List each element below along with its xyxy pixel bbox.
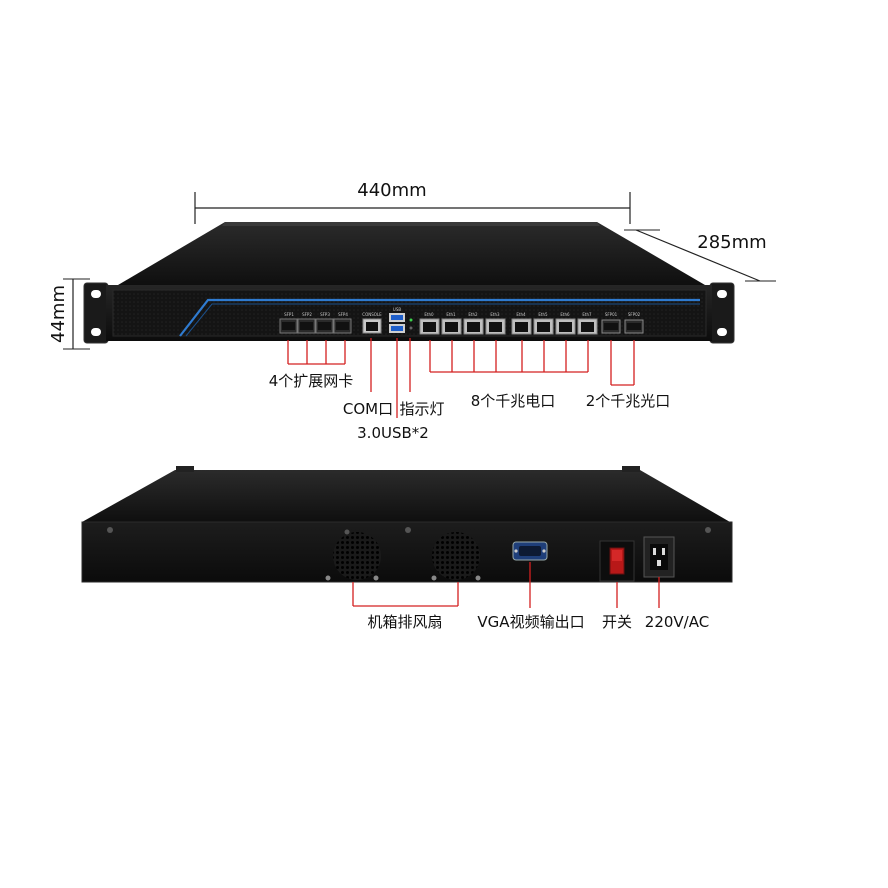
fans-label: 机箱排风扇: [367, 613, 442, 631]
power-input-label: 220V/AC: [645, 613, 709, 631]
eth-label-6: Eth6: [560, 312, 570, 317]
eth-label-3: Eth3: [490, 312, 500, 317]
depth-label: 285mm: [697, 232, 766, 253]
eth-label-4: Eth4: [516, 312, 526, 317]
height-label: 44mm: [48, 285, 69, 343]
gigabit-ethernet-label: 8个千兆电口: [471, 392, 556, 410]
ethernet-ports: Eth0 Eth1 Eth2 Eth3 Eth4 Eth5 Eth6 Eth7: [419, 312, 598, 335]
front-callout-lines: [287, 338, 635, 418]
eth-label-7: Eth7: [582, 312, 592, 317]
usb-label: USB: [393, 307, 401, 312]
width-dimension: 440mm: [194, 180, 631, 224]
depth-dimension: 285mm: [624, 229, 776, 282]
fiber-sfp-ports: SFP01 SFP02: [601, 312, 644, 334]
sfp-label-3: SFP3: [320, 312, 330, 317]
eth-label-5: Eth5: [538, 312, 548, 317]
sfp-label-2: SFP2: [302, 312, 312, 317]
sfp-label-1: SFP1: [284, 312, 294, 317]
eth-label-1: Eth1: [446, 312, 456, 317]
back-callout-lines: [352, 562, 660, 608]
fiber-label-2: SFP02: [628, 312, 641, 317]
console-port: CONSOLE: [362, 312, 382, 334]
vga-label: VGA视频输出口: [477, 613, 584, 631]
expansion-cards-label: 4个扩展网卡: [269, 372, 354, 390]
power-inlet: [643, 536, 675, 578]
indicator-label: 指示灯: [399, 400, 444, 418]
com-port-label: COM口: [343, 400, 393, 418]
gigabit-fiber-label: 2个千兆光口: [586, 392, 671, 410]
back-callout-labels: 机箱排风扇 VGA视频输出口 开关 220V/AC: [367, 613, 709, 631]
front-blue-accent: [179, 298, 700, 337]
indicator-lights: [409, 318, 413, 330]
eth-label-2: Eth2: [468, 312, 478, 317]
front-chassis: SFP1 SFP2 SFP3 SFP4 CONSOLE USB: [83, 222, 735, 344]
console-label: CONSOLE: [362, 312, 382, 317]
width-label: 440mm: [357, 180, 426, 201]
back-chassis: [81, 466, 733, 583]
fiber-label-1: SFP01: [605, 312, 618, 317]
power-switch-label: 开关: [602, 613, 632, 631]
vga-connector: [512, 541, 548, 561]
eth-label-0: Eth0: [424, 312, 434, 317]
usb-callout-label: 3.0USB*2: [357, 424, 429, 442]
front-callout-labels: 4个扩展网卡 COM口 指示灯 3.0USB*2 8个千兆电口 2个千兆光口: [269, 372, 671, 442]
sfp-expansion-ports: SFP1 SFP2 SFP3 SFP4: [279, 312, 352, 334]
fan-grill-right: [431, 532, 481, 581]
height-dimension: 44mm: [48, 278, 90, 350]
sfp-label-4: SFP4: [338, 312, 348, 317]
left-rack-ear: [83, 282, 109, 344]
usb-ports: USB: [389, 307, 405, 333]
fan-grill-left: [325, 529, 381, 581]
right-rack-ear: [709, 282, 735, 344]
power-switch: [599, 540, 635, 582]
